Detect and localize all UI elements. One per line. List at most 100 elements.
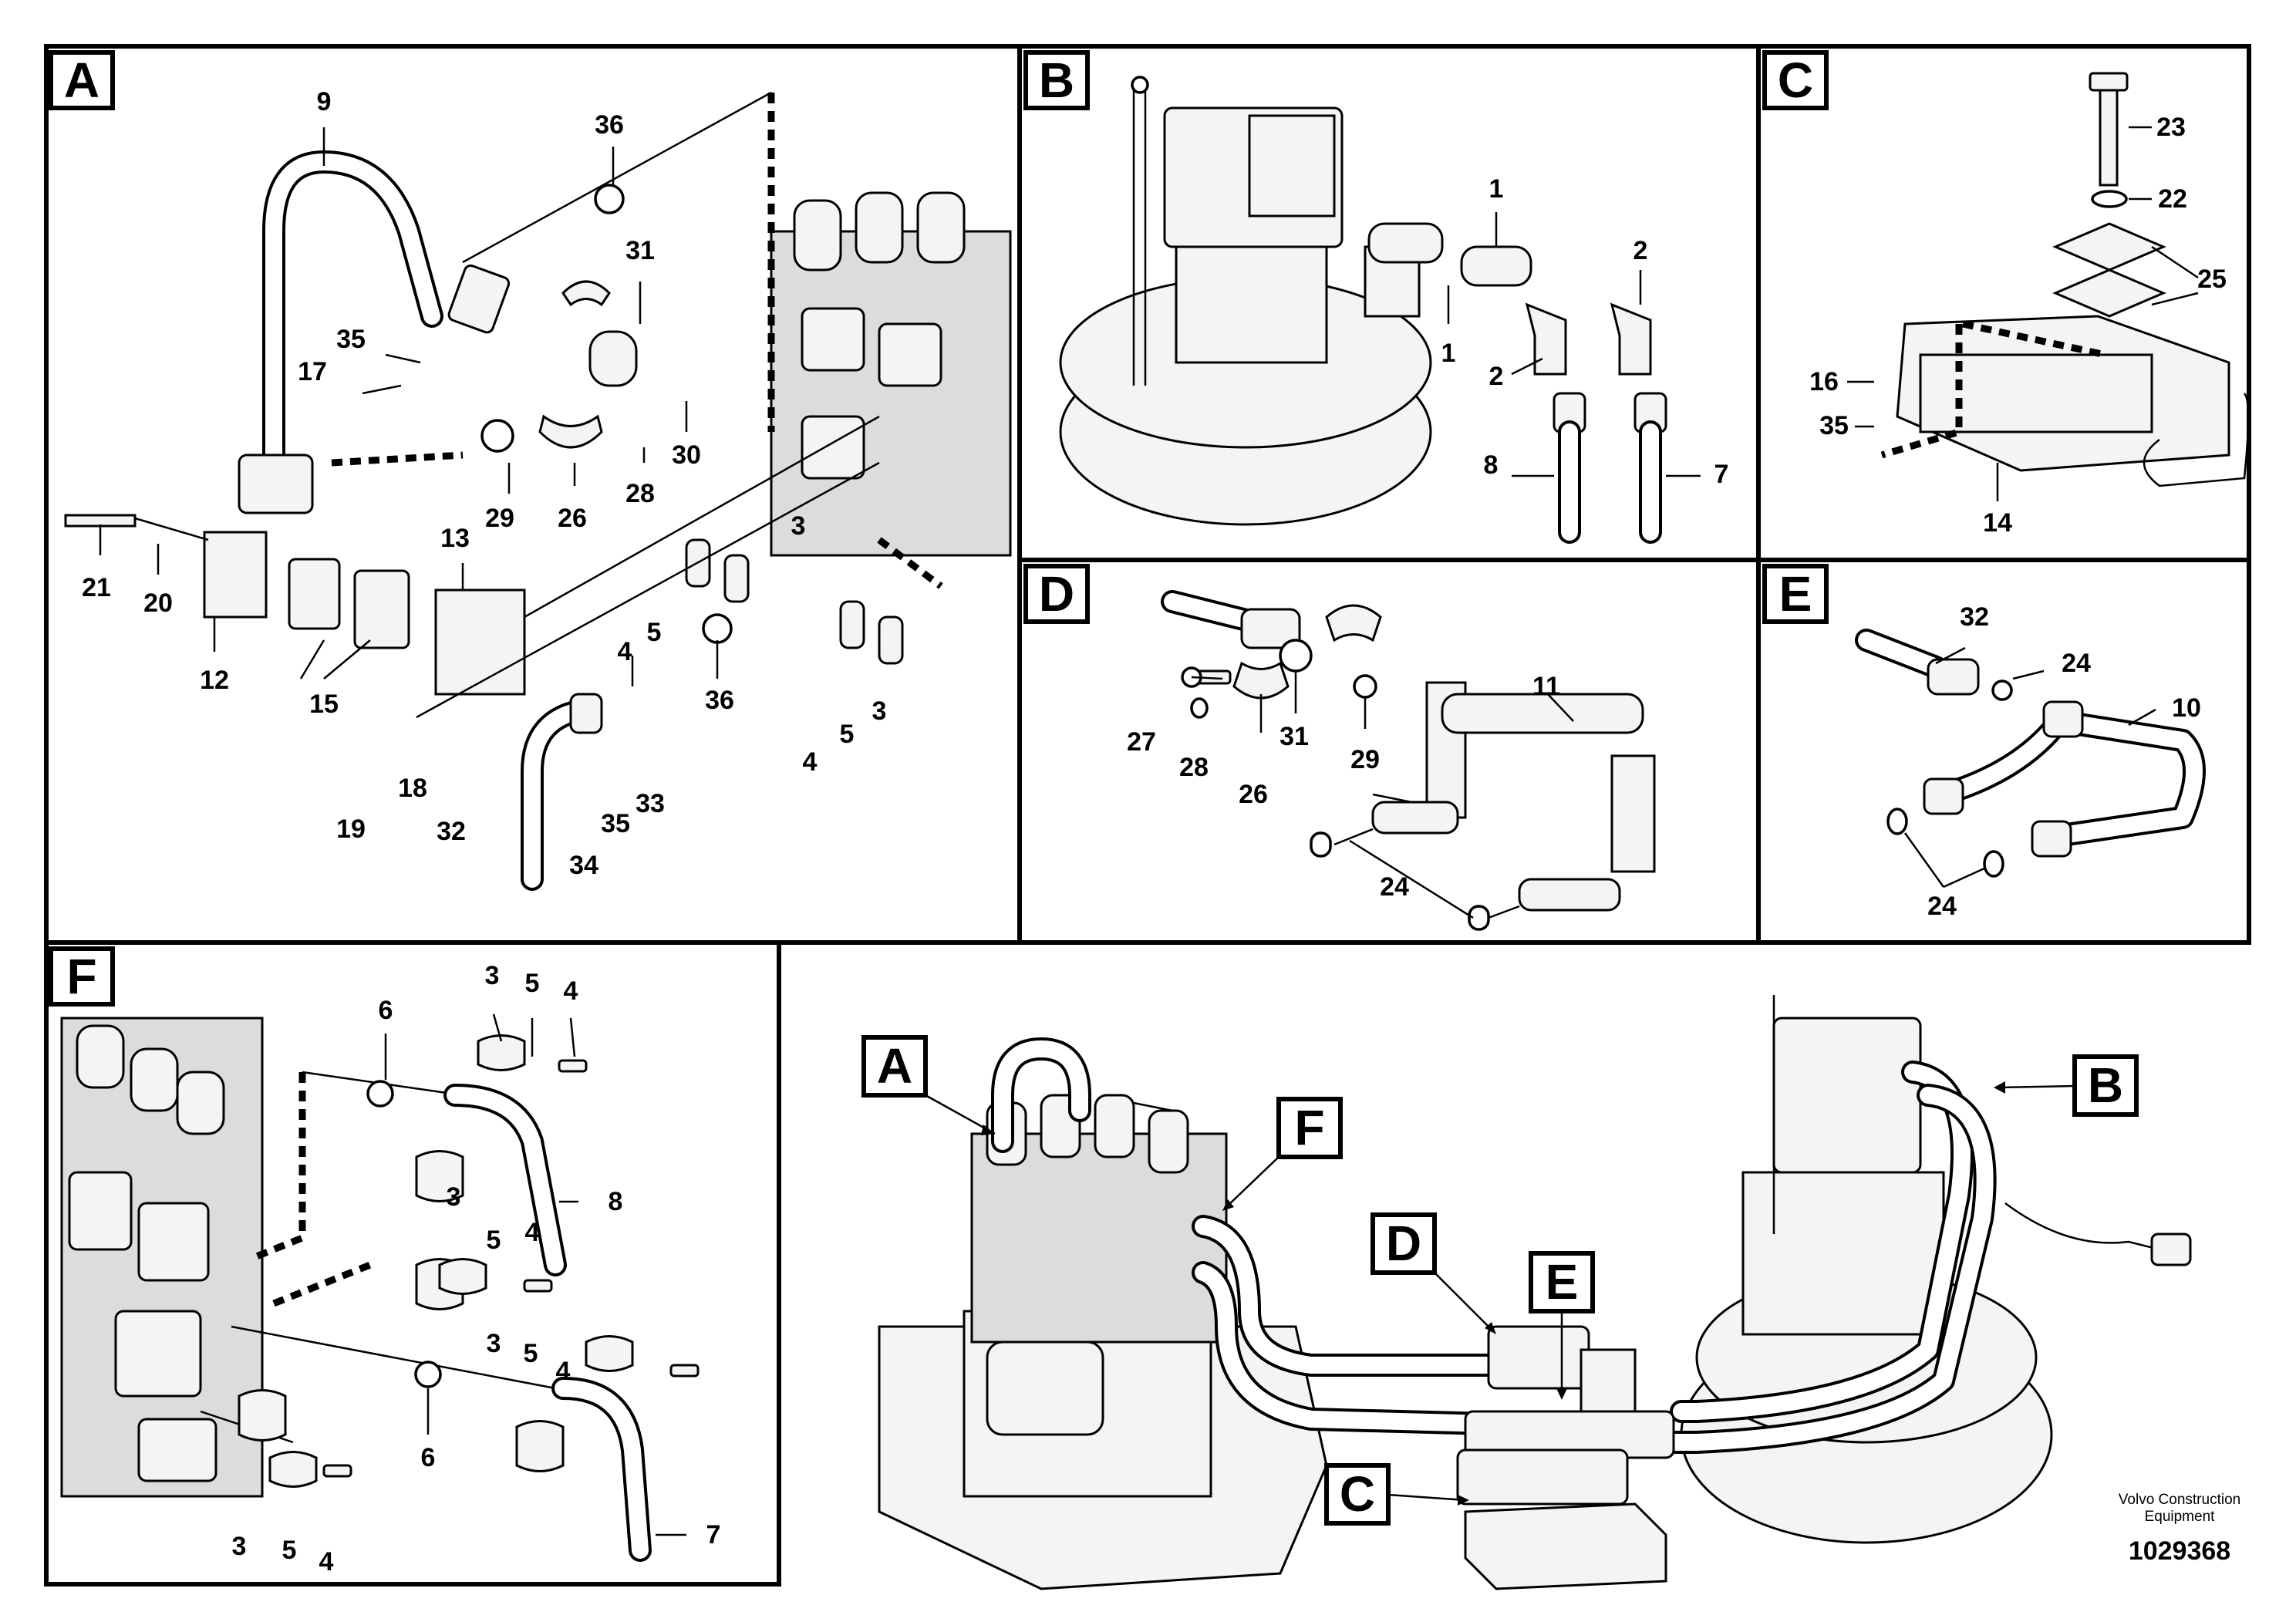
svg-text:C: C: [1778, 52, 1813, 108]
panel-d-illustration: [1161, 590, 1656, 931]
part-number-label: 5: [524, 1339, 538, 1368]
part-number-label: 28: [1179, 753, 1209, 782]
part-number-label: 1: [1441, 339, 1456, 368]
credit-line-1: Volvo Construction: [2119, 1492, 2240, 1508]
part-number-label: 17: [298, 357, 327, 386]
part-number-label: 2: [1489, 362, 1504, 391]
part-number-label: 5: [487, 1226, 501, 1255]
svg-text:A: A: [877, 1038, 912, 1094]
part-number-label: 13: [440, 524, 470, 553]
svg-text:D: D: [1386, 1216, 1421, 1271]
part-number-label: 7: [706, 1520, 721, 1549]
part-number-label: 14: [1983, 508, 2012, 538]
panel-d-badge: D: [1023, 564, 1090, 624]
part-number-label: 28: [625, 479, 655, 508]
part-number-label: 3: [487, 1329, 501, 1358]
part-number-label: 4: [564, 976, 578, 1006]
part-number-label: 15: [309, 690, 339, 719]
svg-text:E: E: [1546, 1254, 1579, 1310]
part-number-label: 3: [447, 1182, 461, 1212]
part-number-label: 32: [437, 817, 466, 846]
part-number-label: 29: [1350, 745, 1380, 774]
part-number-label: 19: [336, 814, 366, 844]
part-number-label: 8: [609, 1187, 623, 1216]
part-number-label: 34: [569, 851, 598, 880]
part-number-label: 27: [1127, 727, 1156, 757]
part-number-label: 5: [282, 1536, 297, 1565]
part-number-label: 16: [1809, 367, 1839, 396]
part-number-label: 9: [317, 87, 332, 116]
part-number-label: 3: [872, 696, 887, 726]
part-number-label: 3: [791, 511, 806, 541]
part-number-label: 32: [1960, 602, 1989, 632]
part-number-label: 12: [200, 666, 229, 695]
overview-callout-d: D: [1371, 1212, 1437, 1275]
part-number-label: 3: [232, 1532, 247, 1561]
panel-c-badge: C: [1762, 50, 1829, 110]
part-number-label: 5: [840, 720, 855, 749]
part-number-label: 26: [558, 504, 587, 533]
part-number-label: 26: [1239, 780, 1268, 809]
svg-text:F: F: [1294, 1100, 1324, 1155]
svg-text:C: C: [1340, 1466, 1375, 1522]
panel-e-illustration: [1855, 629, 2206, 889]
part-number-label: 31: [1279, 722, 1309, 751]
svg-text:B: B: [1039, 52, 1074, 108]
part-number-label: 35: [1819, 411, 1849, 440]
part-number-label: 4: [803, 747, 818, 777]
part-number-label: 36: [595, 110, 624, 140]
part-number-label: 7: [1714, 460, 1729, 489]
credit-line-2: Equipment: [2145, 1509, 2216, 1525]
part-number-label: 4: [618, 637, 632, 666]
part-number-label: 5: [525, 969, 540, 998]
svg-text:B: B: [2088, 1057, 2123, 1113]
part-number-label: 35: [601, 809, 630, 838]
svg-text:A: A: [64, 52, 99, 108]
part-number-label: 11: [1532, 672, 1560, 701]
overview-callout-c: C: [1324, 1463, 1391, 1526]
part-number-label: 25: [2197, 265, 2227, 294]
part-number-label: 4: [556, 1357, 571, 1386]
overview-callout-leaders: [925, 1081, 2075, 1506]
overview-illustration: [878, 995, 2192, 1590]
part-number-label: 29: [485, 504, 514, 533]
svg-text:F: F: [66, 949, 96, 1004]
panel-b-badge: B: [1023, 50, 1090, 110]
part-number-label: 31: [625, 236, 655, 265]
part-number-label: 36: [705, 686, 734, 715]
panel-a-badge: A: [49, 50, 115, 110]
part-number-label: 24: [1927, 892, 1957, 921]
part-number-label: 8: [1484, 450, 1499, 480]
part-number-label: 35: [336, 325, 366, 354]
panel-e-badge: E: [1762, 564, 1829, 624]
part-number-label: 4: [525, 1218, 540, 1247]
panel-a-illustration: [64, 91, 1012, 891]
part-number-label: 22: [2158, 184, 2187, 214]
panel-f-illustration: [60, 1013, 700, 1562]
part-number-label: 4: [319, 1547, 334, 1576]
part-number-label: 21: [82, 573, 111, 602]
overview-callout-f: F: [1276, 1097, 1343, 1159]
part-number-label: 20: [143, 588, 173, 618]
part-number-label: 2: [1633, 236, 1648, 265]
overview-callout-b: B: [2072, 1054, 2139, 1117]
part-number-label: 18: [398, 774, 427, 803]
part-number-label: 33: [636, 789, 665, 818]
document-number: 1029368: [2129, 1536, 2230, 1566]
part-number-label: 10: [2172, 693, 2201, 723]
part-number-label: 3: [485, 961, 500, 990]
part-number-label: 24: [1380, 872, 1409, 902]
svg-text:D: D: [1039, 566, 1074, 622]
panel-b-illustration: [1059, 76, 1701, 544]
part-number-label: 23: [2156, 113, 2186, 142]
part-number-label: 30: [672, 440, 701, 470]
overview-callout-a: A: [861, 1035, 928, 1098]
panel-f-frame: [44, 940, 781, 1587]
part-number-label: 1: [1489, 174, 1504, 204]
part-number-label: 5: [647, 618, 662, 647]
panel-c-illustration: [1847, 72, 2250, 501]
svg-text:E: E: [1779, 566, 1812, 622]
overview-callout-e: E: [1529, 1251, 1595, 1313]
panel-f-badge: F: [49, 946, 115, 1007]
